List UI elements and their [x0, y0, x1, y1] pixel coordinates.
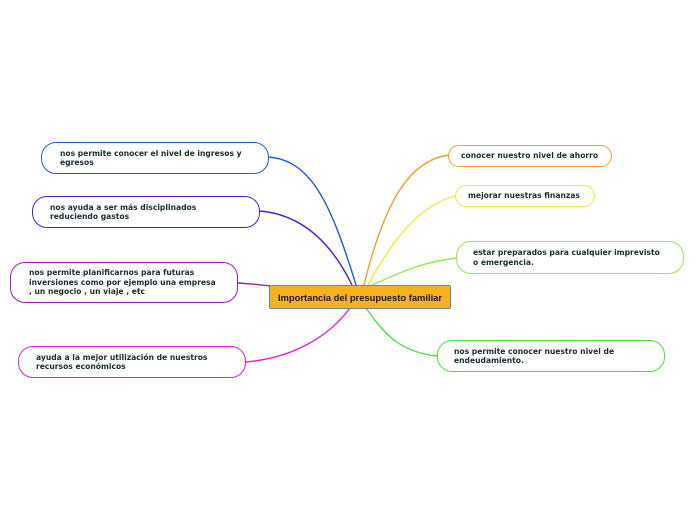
connector-left-2 [258, 210, 353, 286]
branch-node-imprevisto[interactable]: estar preparados para cualquier imprevis… [456, 241, 684, 274]
branch-node-recursos[interactable]: ayuda a la mejor utilización de nuestros… [18, 346, 246, 378]
connector-right-3 [371, 257, 458, 286]
connector-right-4 [365, 307, 438, 357]
connector-left-4 [244, 307, 351, 363]
connector-left-3 [237, 282, 271, 287]
connector-left-1 [267, 156, 357, 286]
branch-node-endeudamiento[interactable]: nos permite conocer nuestro nivel de end… [437, 340, 665, 372]
branch-node-ingresos-egresos[interactable]: nos permite conocer el nivel de ingresos… [41, 142, 269, 174]
connector-right-2 [367, 195, 456, 286]
branch-node-ahorro[interactable]: conocer nuestro nivel de ahorro [448, 145, 612, 167]
connector-right-1 [363, 154, 450, 286]
branch-node-planificarnos[interactable]: nos permite planificarnos para futuras i… [10, 262, 238, 303]
central-topic[interactable]: Importancia del presupuesto familiar [269, 285, 451, 309]
branch-node-disciplinados[interactable]: nos ayuda a ser más disciplinados reduci… [32, 196, 260, 228]
central-topic-label: Importancia del presupuesto familiar [277, 291, 443, 303]
branch-node-finanzas[interactable]: mejorar nuestras finanzas [455, 185, 595, 207]
